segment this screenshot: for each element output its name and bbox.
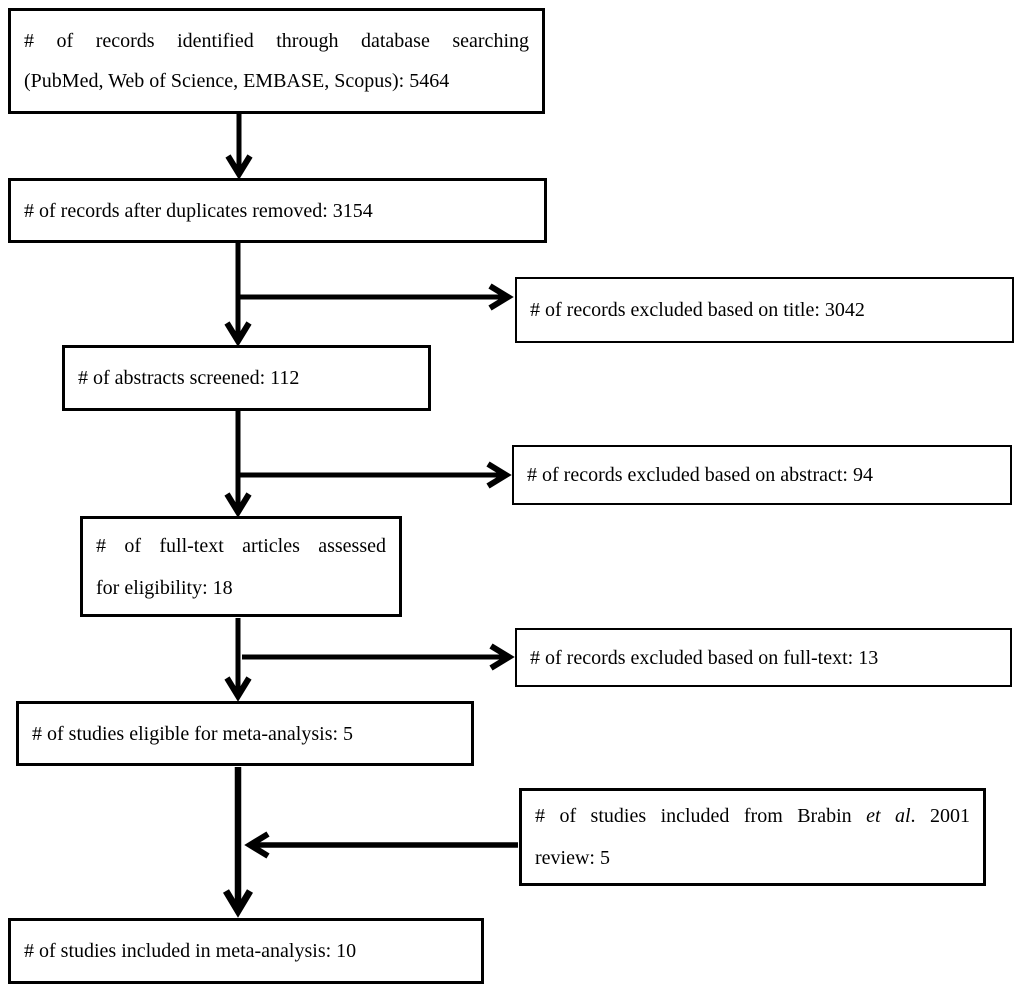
included-meta-analysis-label: # of studies included in meta-analysis: … [24, 940, 357, 962]
duplicates-removed-label: # of records after duplicates removed: 3… [24, 199, 373, 222]
box-excluded-fulltext: # of records excluded based on full-text… [515, 628, 1012, 687]
box-records-identified: # of records identified through database… [8, 8, 545, 114]
box-excluded-title: # of records excluded based on title: 30… [515, 277, 1014, 343]
excluded-abstract-label: # of records excluded based on abstract:… [527, 464, 873, 486]
eligible-meta-analysis-label: # of studies eligible for meta-analysis:… [32, 722, 354, 745]
records-identified-line2: (PubMed, Web of Science, EMBASE, Scopus)… [24, 70, 450, 92]
box-eligible-meta-analysis: # of studies eligible for meta-analysis:… [16, 701, 474, 766]
box-brabin-review: # of studies included from Brabin et al.… [519, 788, 986, 886]
box-excluded-abstract: # of records excluded based on abstract:… [512, 445, 1012, 505]
fulltext-assessed-line2: for eligibility: 18 [96, 576, 233, 599]
box-included-meta-analysis: # of studies included in meta-analysis: … [8, 918, 484, 984]
box-fulltext-assessed: # of full-text articles assessed for eli… [80, 516, 402, 617]
box-duplicates-removed: # of records after duplicates removed: 3… [8, 178, 547, 243]
box-abstracts-screened: # of abstracts screened: 112 [62, 345, 431, 411]
records-identified-line1: # of records identified through database… [24, 30, 529, 52]
brabin-review-line1-suffix: . 2001 [910, 805, 970, 827]
brabin-review-line1-prefix: # of studies included from Brabin [535, 805, 867, 827]
excluded-fulltext-label: # of records excluded based on full-text… [530, 646, 879, 669]
brabin-review-line1-italic: et al [866, 805, 911, 827]
brabin-review-line2: review: 5 [535, 847, 610, 869]
abstracts-screened-label: # of abstracts screened: 112 [78, 367, 300, 389]
excluded-title-label: # of records excluded based on title: 30… [530, 299, 865, 321]
brabin-review-line1: # of studies included from Brabin et al.… [535, 795, 970, 837]
fulltext-assessed-line1: # of full-text articles assessed [96, 534, 386, 557]
